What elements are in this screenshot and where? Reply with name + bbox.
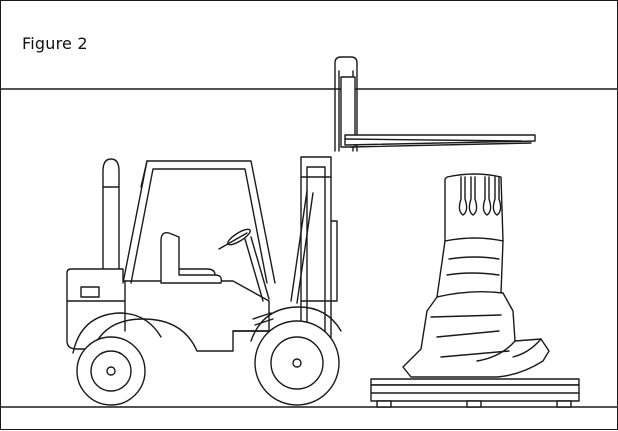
- load-middle: [436, 237, 504, 298]
- operator-seat: [160, 231, 223, 284]
- steering-wheel: [218, 232, 248, 250]
- load-lower: [402, 290, 550, 378]
- counterweight-body: [66, 268, 270, 352]
- front-wheel: [254, 320, 340, 406]
- forklift-icon: [66, 56, 536, 406]
- exhaust-pipe: [102, 158, 120, 272]
- rear-wheel: [76, 336, 146, 406]
- wrapped-machine-icon: [402, 173, 550, 378]
- carriage: [340, 76, 356, 148]
- overhead-guard: [122, 160, 276, 284]
- pallet-icon: [370, 378, 580, 408]
- mast-inner: [334, 56, 358, 152]
- figure-label: Figure 2: [22, 34, 88, 53]
- mast-outer: [300, 156, 332, 354]
